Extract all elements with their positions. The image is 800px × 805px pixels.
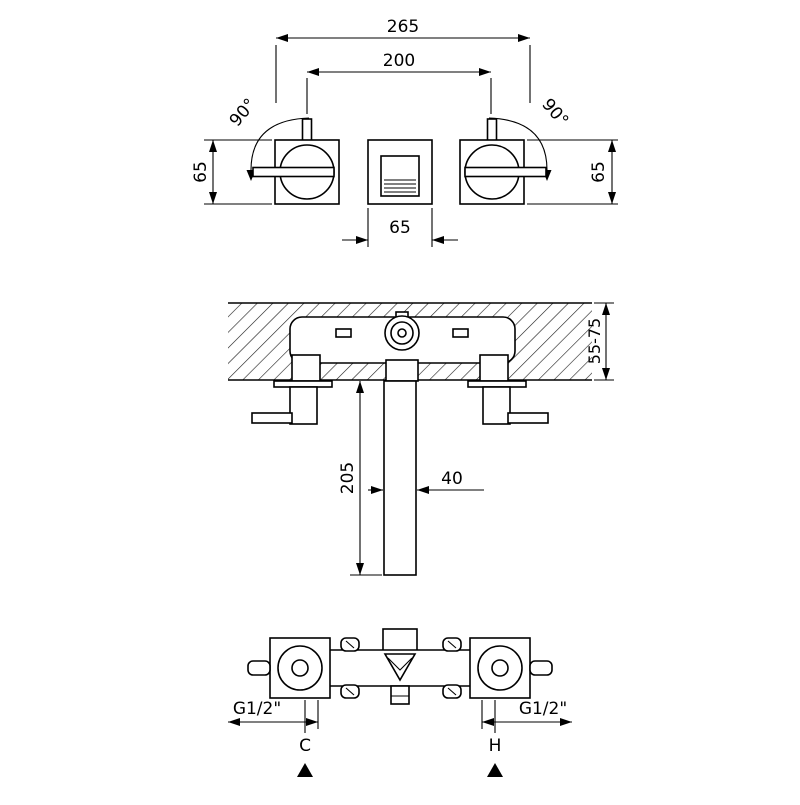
handle-left-cyl <box>289 386 318 425</box>
dim-handle-left: 65 <box>191 139 272 205</box>
thread-label-right: G1/2" <box>519 699 567 719</box>
hot-triangle-icon <box>487 763 503 777</box>
section-view: 55-75 205 40 <box>228 302 614 576</box>
escutcheon-right <box>467 380 527 388</box>
spout-front <box>367 139 433 205</box>
dim-label-65-spout: 65 <box>389 218 411 238</box>
lever-left-plan <box>247 660 271 676</box>
spout-section <box>383 380 417 576</box>
handle-left-front <box>252 118 340 205</box>
plan-view: G1/2" G1/2" C H <box>228 628 572 777</box>
left-valve-drop <box>291 354 321 382</box>
dim-label-205: 205 <box>338 462 358 494</box>
center-valve-screw <box>397 328 407 338</box>
dim-label-55-75: 55-75 <box>585 318 604 365</box>
dim-handle-right: 65 <box>527 139 618 205</box>
spout-plan-base <box>382 628 418 653</box>
hot-label: H <box>489 736 502 756</box>
dim-handle-centers: 200 <box>306 51 492 114</box>
dim-spout-width: 65 <box>342 208 458 247</box>
angle-label-left: 90° <box>226 95 261 131</box>
dim-spout-depth: 40 <box>368 469 484 494</box>
handle-right-stem <box>486 118 498 143</box>
valve-right-plan <box>469 637 553 699</box>
thread-label-left: G1/2" <box>233 699 281 719</box>
handle-right-cyl <box>482 386 511 425</box>
dim-spout-length: 205 <box>338 381 382 576</box>
lever-right-plan <box>529 660 553 676</box>
cold-label: C <box>299 736 311 756</box>
dim-label-65-left: 65 <box>191 161 211 183</box>
spout-front-opening <box>380 155 420 197</box>
dim-label-265: 265 <box>387 17 419 37</box>
dim-overall-width: 265 <box>275 17 531 103</box>
spout-connector <box>385 359 419 382</box>
valve-left-plan <box>247 637 331 699</box>
dim-label-65-right: 65 <box>589 161 609 183</box>
right-valve-drop <box>479 354 509 382</box>
dim-label-200: 200 <box>383 51 415 71</box>
cold-triangle-icon <box>297 763 313 777</box>
cold-indicator: C <box>297 700 313 777</box>
outlet-tab <box>390 685 410 705</box>
handle-right-section <box>467 380 549 425</box>
handle-left-lever <box>252 166 335 178</box>
mounting-lugs <box>340 637 462 699</box>
concealed-body <box>289 311 516 382</box>
angle-label-right: 90° <box>537 95 572 131</box>
handle-right-front <box>459 118 547 205</box>
hot-indicator: H <box>487 700 503 777</box>
handle-right-lever-side <box>507 412 549 424</box>
dim-label-40: 40 <box>441 469 463 489</box>
thread-callout-right: G1/2" <box>481 699 572 729</box>
handle-right-lever <box>464 166 547 178</box>
handle-left-section <box>251 380 333 425</box>
escutcheon-left <box>273 380 333 388</box>
thread-callout-left: G1/2" <box>228 699 319 729</box>
fixing-right <box>452 328 469 338</box>
handle-left-stem <box>301 118 313 143</box>
fixing-left <box>335 328 352 338</box>
front-view: 265 200 90° 90° <box>191 17 618 247</box>
handle-left-lever-side <box>251 412 293 424</box>
spout-plan-tip <box>383 653 417 682</box>
dim-wall-depth: 55-75 <box>585 302 614 381</box>
